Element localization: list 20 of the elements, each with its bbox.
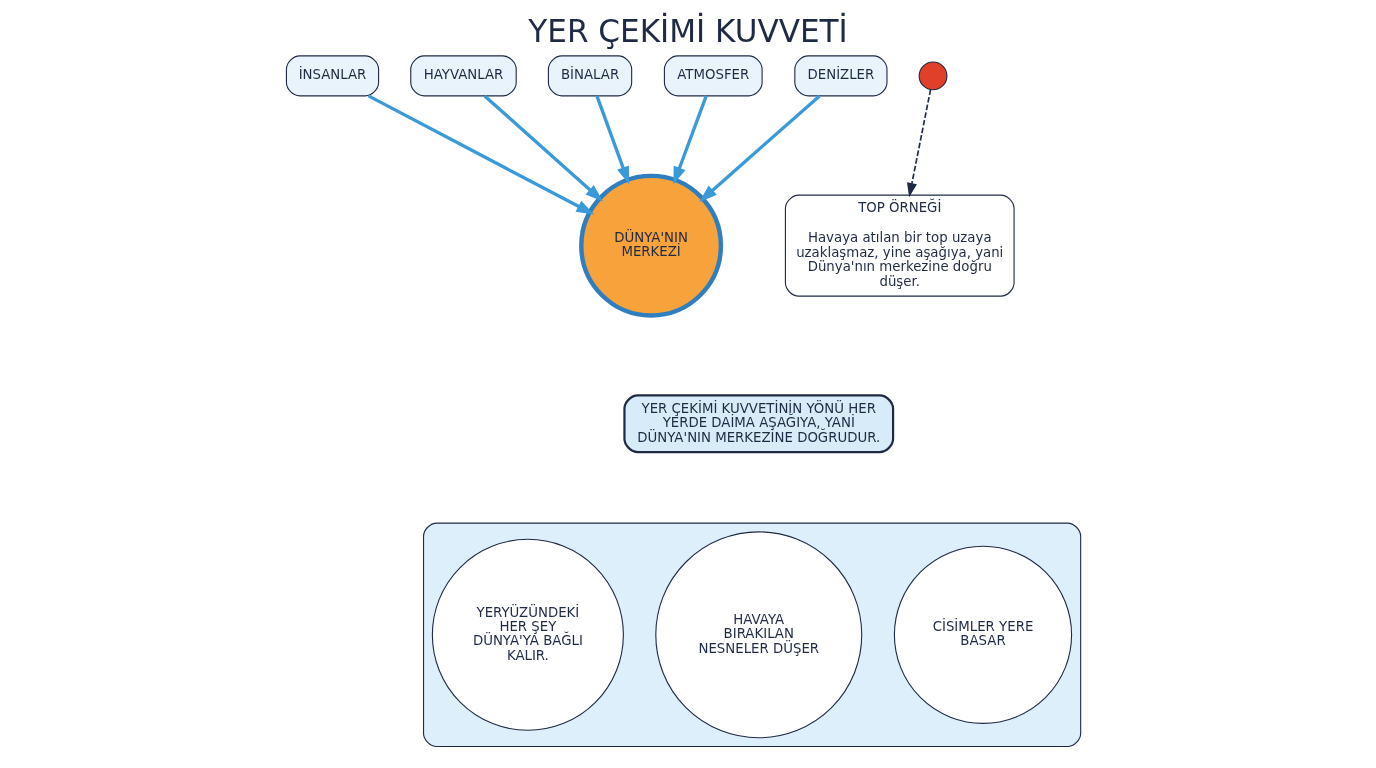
node-box: ATMOSFER <box>663 55 763 97</box>
arrow <box>367 94 595 215</box>
node-circle: YERYÜZÜNDEKİ HER ŞEY DÜNYA'YA BAĞLI KALIR. <box>431 538 624 731</box>
node-box: TOP ÖRNEĞİ Havaya atılan bir top uzaya uzaklaşmaz, yine aşağıya, yani Dünya'nın merkezine doğru düşer. <box>784 194 1015 297</box>
node-circle: HAVAYA BIRAKILAN NESNELER DÜŞER <box>655 531 863 739</box>
node-box: YER ÇEKİMİ KUVVETİNİN YÖNÜ HER YERDE DAİMA AŞAĞIYA, YANİ DÜNYA'NIN MERKEZİNE DOĞRUDUR. <box>623 394 895 454</box>
arrow <box>673 95 708 185</box>
node-circle: DÜNYA'NIN MERKEZİ <box>579 173 724 318</box>
node-circle: CİSİMLER YERE BASAR <box>893 545 1073 724</box>
node-circle <box>918 61 948 91</box>
arrow <box>483 94 603 202</box>
node-box: DENİZLER <box>794 55 888 97</box>
cluster <box>422 522 1082 748</box>
node-box: HAYVANLAR <box>410 55 517 97</box>
arrow <box>595 95 630 185</box>
diagram-title: YER ÇEKİMİ KUVVETİ <box>528 12 848 49</box>
node-box: İNSANLAR <box>285 55 380 97</box>
arrow <box>906 88 932 198</box>
node-box: BİNALAR <box>547 55 633 97</box>
arrow <box>699 94 821 202</box>
